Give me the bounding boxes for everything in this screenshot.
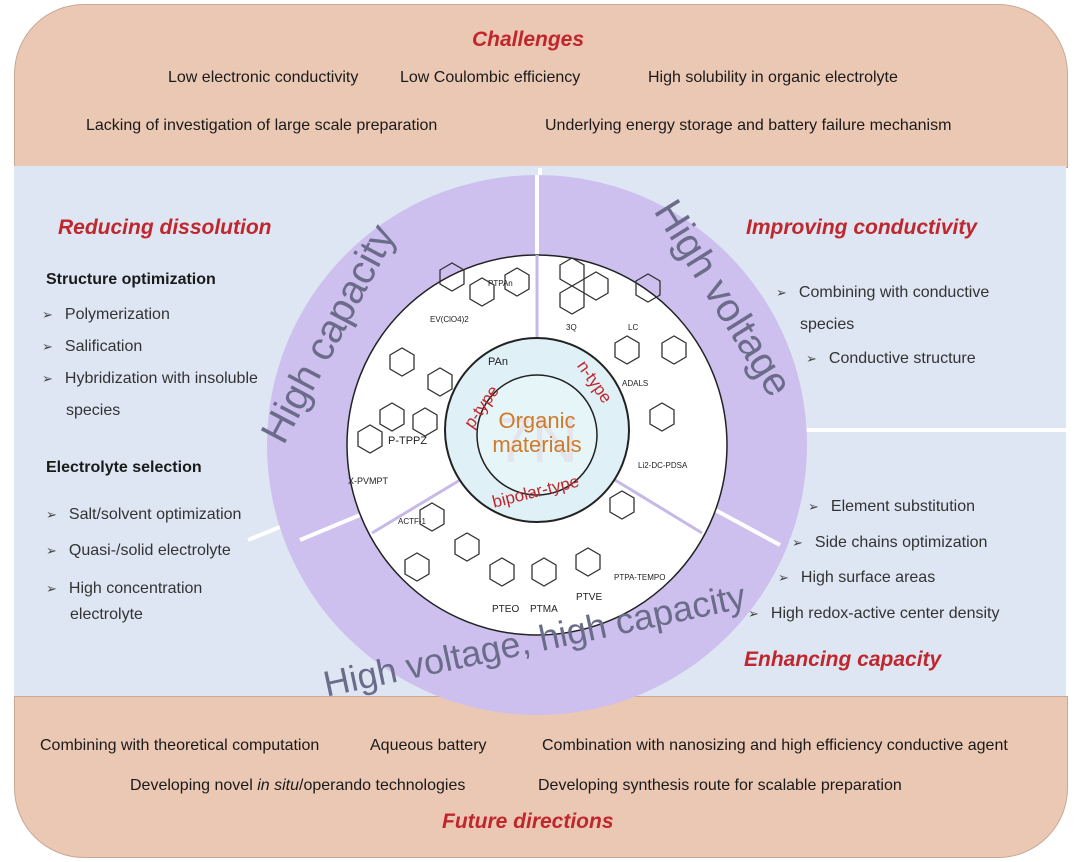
reducing-dissolution-title: Reducing dissolution <box>58 216 272 239</box>
electrolyte-item: ➢Salt/solvent optimization <box>46 506 242 523</box>
center-core <box>476 374 598 496</box>
molecule-label: LC <box>628 323 638 332</box>
enhancing-item: ➢Element substitution <box>808 498 975 515</box>
challenge-item: High solubility in organic electrolyte <box>648 69 898 86</box>
molecule-label: ACTF-1 <box>398 517 427 526</box>
disc-divider <box>371 478 461 535</box>
molecule-sketches <box>357 257 687 587</box>
molecule-label: X-PVMPT <box>348 476 389 486</box>
molecule-label: ADALS <box>622 379 648 388</box>
future-item: Developing synthesis route for scalable … <box>538 777 902 794</box>
watermark-N: 7N <box>496 404 578 476</box>
molecule-label: P-TPPZ <box>388 435 427 447</box>
challenge-item: Low electronic conductivity <box>168 69 359 86</box>
electrolyte-item-continuation: electrolyte <box>70 606 143 623</box>
molecule-label: Li2-DC-PDSA <box>638 461 688 470</box>
structure-item: ➢Polymerization <box>42 306 170 323</box>
molecule-label: PAn <box>488 356 508 368</box>
molecule-label: PTEO <box>492 604 519 615</box>
challenge-item: Lacking of investigation of large scale … <box>86 117 438 134</box>
structure-item-continuation: species <box>66 402 121 419</box>
improving-conductivity-title: Improving conductivity <box>746 216 978 239</box>
enhancing-item: ➢High surface areas <box>778 569 936 586</box>
center-label-line2: materials <box>492 432 581 457</box>
molecule-label: PTPAn <box>488 279 513 288</box>
electrolyte-item: ➢Quasi-/solid electrolyte <box>46 542 231 559</box>
future-item: Aqueous battery <box>370 737 487 754</box>
future-band <box>14 696 1068 858</box>
improving-item-continuation: species <box>800 316 855 333</box>
molecule-label: PTMA <box>530 604 558 615</box>
future-item: Combining with theoretical computation <box>40 737 320 754</box>
challenges-title: Challenges <box>472 28 585 51</box>
future-item-insitu: Developing novel in situ/operando techno… <box>130 777 466 794</box>
molecule-label: PTVE <box>576 592 602 603</box>
molecule-label: EV(ClO4)2 <box>430 315 469 324</box>
structure-optimization-title: Structure optimization <box>46 271 216 288</box>
enhancing-capacity-title: Enhancing capacity <box>744 648 942 671</box>
molecule-label: PTPA-TEMPO <box>614 573 665 582</box>
challenge-item: Low Coulombic efficiency <box>400 69 581 86</box>
improving-item: ➢Combining with conductive <box>776 284 990 301</box>
electrolyte-selection-title: Electrolyte selection <box>46 459 202 476</box>
enhancing-item: ➢Side chains optimization <box>792 534 988 551</box>
challenge-item: Underlying energy storage and battery fa… <box>545 117 952 134</box>
future-directions-title: Future directions <box>442 810 614 833</box>
enhancing-item: ➢High redox-active center density <box>748 605 1000 622</box>
future-item: Combination with nanosizing and high eff… <box>542 737 1008 754</box>
structure-item: ➢Salification <box>42 338 143 355</box>
molecule-label: 3Q <box>566 323 577 332</box>
challenges-band <box>14 4 1068 168</box>
center-label-line1: Organic <box>498 408 575 433</box>
disc-divider <box>614 478 703 535</box>
electrolyte-item: ➢High concentration <box>46 580 203 597</box>
structure-item: ➢Hybridization with insoluble <box>42 370 258 387</box>
improving-item: ➢Conductive structure <box>806 350 976 367</box>
